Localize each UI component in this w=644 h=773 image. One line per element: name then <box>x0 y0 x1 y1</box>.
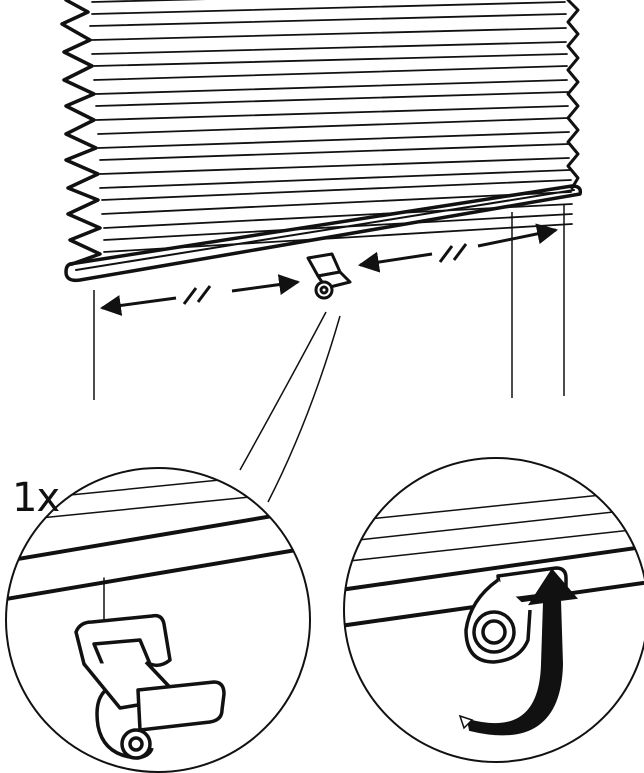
pleat-lines <box>89 0 573 253</box>
blind-clip-small <box>306 252 352 300</box>
detail-circle-right <box>343 457 644 763</box>
bottom-rail <box>64 184 583 283</box>
measure-arrow-icon <box>99 223 559 316</box>
callout-lines <box>239 311 341 503</box>
rotate-arrow-icon <box>458 568 578 736</box>
blind-clip-icon <box>74 613 226 760</box>
pleated-blind-icon <box>60 0 583 283</box>
pleat-edge-right <box>566 0 580 190</box>
detail-circle-left <box>5 467 311 773</box>
pleat-edge-left <box>60 0 102 266</box>
quantity-label: 1x <box>12 475 60 521</box>
guide-lines <box>93 204 565 400</box>
